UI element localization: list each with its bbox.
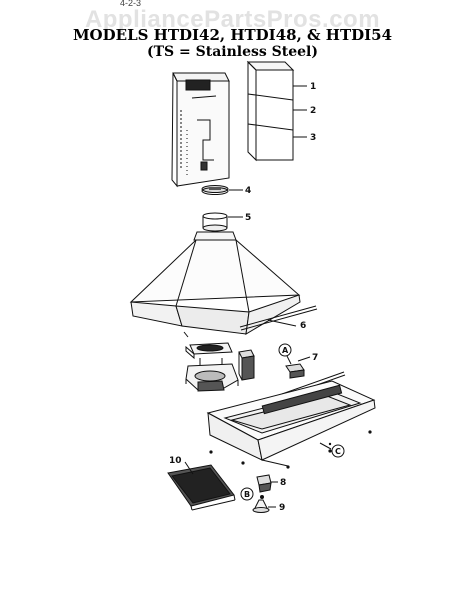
duct-sections [246, 60, 295, 162]
duct-cover [171, 72, 230, 188]
hood-liner [206, 380, 376, 467]
grease-filter [167, 464, 236, 511]
lamp-lens [252, 499, 270, 513]
callout-8: 8 [280, 478, 286, 488]
switch-assembly [278, 343, 305, 379]
callout-6: 6 [300, 321, 306, 331]
callout-3: 3 [310, 133, 316, 143]
callout-10: 10 [169, 456, 182, 466]
corner-mark: 4-2-3 [120, 0, 142, 8]
callout-7: 7 [312, 353, 318, 363]
title-stainless-note: (TS = Stainless Steel) [147, 44, 318, 60]
screws [209, 430, 372, 469]
title-models: MODELS HTDI42, HTDI48, & HTDI54 [72, 26, 393, 44]
hood-rail [239, 305, 318, 331]
callout-9: 9 [279, 503, 285, 513]
damper-ring [201, 185, 229, 195]
callout-2: 2 [310, 106, 316, 116]
callout-1: 1 [310, 82, 316, 92]
watermark: AppliancePartsPros.com [84, 6, 381, 33]
junction-box [238, 349, 255, 381]
circle-callout-b: B [244, 490, 250, 499]
duct-collar [193, 212, 237, 241]
circle-callout-a: A [282, 346, 289, 355]
callout-5: 5 [245, 213, 251, 223]
lamp-socket [256, 474, 272, 493]
callout-4: 4 [245, 186, 251, 196]
blower-assembly [185, 342, 239, 392]
canopy-hood [129, 239, 301, 338]
circle-callout-c: C [335, 447, 341, 456]
